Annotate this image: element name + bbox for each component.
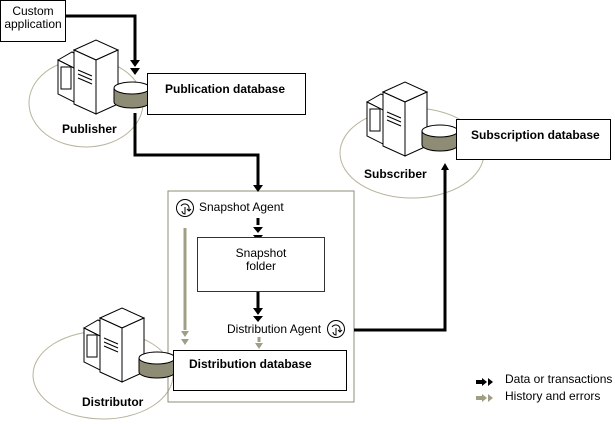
snapshot-folder-box: Snapshot folder (197, 237, 325, 292)
legend-history-label: History and errors (505, 389, 601, 403)
black-arrowheads (130, 60, 449, 322)
snapshot-folder-line2: folder (245, 259, 277, 273)
subscription-database-label: Subscription database (471, 128, 600, 142)
distributor-server-icon (83, 307, 145, 383)
snapshot-agent-label: Snapshot Agent (199, 200, 284, 214)
subscription-database-box: Subscription database (456, 119, 611, 160)
subscriber-label: Subscriber (364, 167, 427, 181)
publisher-server-icon (57, 39, 119, 115)
snapshot-agent-icon (176, 199, 194, 217)
publisher-label: Publisher (62, 122, 117, 136)
legend-black-arrow-icon (476, 378, 493, 386)
custom-app-line2: application (4, 17, 62, 31)
distribution-agent-label: Distribution Agent (227, 322, 322, 336)
distribution-agent-icon (327, 320, 345, 338)
custom-application-box: Custom application (0, 0, 66, 42)
distributor-label: Distributor (82, 395, 144, 409)
custom-to-publisher-line (66, 14, 137, 60)
publication-database-box: Publication database (147, 73, 306, 115)
distributor-container (167, 190, 355, 403)
publication-database-label: Publication database (165, 82, 286, 96)
subscriber-server-icon (366, 81, 428, 157)
publisher-to-distributor-line (133, 113, 260, 185)
distribution-db-icon (138, 351, 176, 379)
legend-gray-arrow-icon (476, 394, 493, 402)
subscription-db-icon (421, 124, 459, 152)
publication-db-icon (113, 81, 151, 109)
distribution-database-label: Distribution database (189, 357, 312, 371)
distagent-to-subscriber-line (354, 170, 447, 332)
custom-app-line1: Custom (12, 4, 54, 18)
distribution-database-box: Distribution database (173, 350, 347, 391)
snapshot-folder-line1: Snapshot (235, 246, 287, 260)
legend-data-label: Data or transactions (505, 372, 613, 386)
